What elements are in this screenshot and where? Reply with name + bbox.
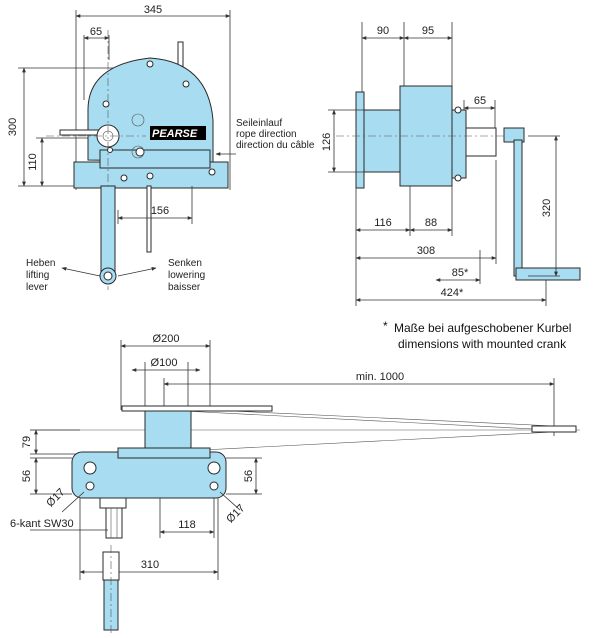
side-view: 90 95 65 126 320 bbox=[321, 22, 581, 351]
dim-56-right: 56 bbox=[243, 470, 255, 482]
dim-65: 65 bbox=[90, 26, 102, 38]
dim-d100: Ø100 bbox=[151, 357, 178, 369]
dim-79: 79 bbox=[21, 436, 33, 448]
dim-424-star: 424* bbox=[441, 287, 464, 299]
dim-118: 118 bbox=[178, 519, 196, 531]
rope-label-en: rope direction bbox=[236, 129, 297, 140]
dim-min-1000: min. 1000 bbox=[356, 371, 404, 383]
dim-156: 156 bbox=[151, 205, 169, 217]
lever-label-lever: lever bbox=[26, 282, 48, 293]
dim-90: 90 bbox=[377, 25, 389, 37]
footnote-star: * bbox=[383, 319, 388, 333]
dim-56-left: 56 bbox=[21, 470, 33, 482]
base-plate bbox=[71, 451, 227, 499]
dim-308: 308 bbox=[417, 245, 435, 257]
dim-320: 320 bbox=[541, 199, 553, 217]
dim-110: 110 bbox=[27, 153, 39, 171]
dim-d200: Ø200 bbox=[153, 333, 180, 345]
lever-label-lowering: lowering bbox=[168, 270, 205, 281]
dim-95: 95 bbox=[422, 25, 434, 37]
lever-label-senken: Senken bbox=[168, 258, 202, 269]
hex-label: 6-kant SW30 bbox=[10, 518, 74, 530]
footnote-de: Maße bei aufgeschobener Kurbel bbox=[394, 321, 571, 335]
dim-88: 88 bbox=[425, 217, 437, 229]
dim-310: 310 bbox=[141, 559, 159, 571]
rope-label-fr: direction du câble bbox=[236, 140, 315, 151]
front-view: 345 65 300 110 bbox=[7, 4, 315, 293]
lever-label-baisser: baisser bbox=[168, 282, 201, 293]
dim-d17-left: Ø17 bbox=[44, 486, 67, 509]
top-view: Ø200 Ø100 min. 1000 79 bbox=[10, 333, 580, 636]
svg-text:PEARSE: PEARSE bbox=[152, 128, 198, 140]
dim-side-65: 65 bbox=[474, 95, 486, 107]
dim-d17-right: Ø17 bbox=[224, 502, 247, 525]
dim-345: 345 bbox=[144, 4, 162, 16]
dim-85-star: 85* bbox=[452, 267, 469, 279]
brand-logo: PEARSE bbox=[150, 126, 206, 140]
dim-126: 126 bbox=[321, 133, 333, 151]
lever-label-heben: Heben bbox=[26, 258, 55, 269]
dim-300: 300 bbox=[7, 118, 19, 136]
rope-label-de: Seileinlauf bbox=[236, 118, 282, 129]
dim-116: 116 bbox=[374, 217, 392, 229]
footnote-en: dimensions with mounted crank bbox=[398, 337, 567, 351]
lever-label-lifting: lifting bbox=[26, 270, 49, 281]
